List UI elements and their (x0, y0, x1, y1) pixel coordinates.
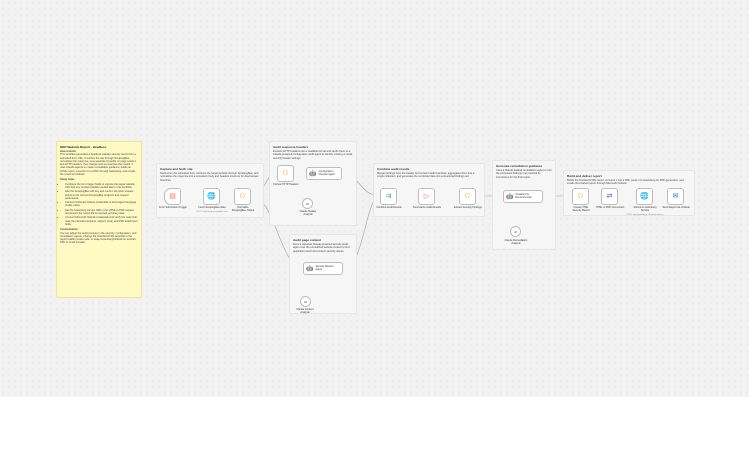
fix-recommender-agent-node[interactable]: 🤖 Creating Fix Recommender (503, 190, 543, 203)
globe-icon: 🌐 (207, 193, 216, 200)
create-html-report-node[interactable]: { } (572, 188, 589, 205)
code-icon: { } (283, 170, 288, 176)
node-label: Extract Security Findings (454, 206, 482, 209)
node-label: Submit to Gotenberg Service (633, 206, 657, 212)
section-desc: Extracts HTTP headers into a readable fo… (273, 150, 353, 160)
security-review-agent-node[interactable]: 🤖 Security Review Agent (303, 262, 343, 275)
configuration-checker-agent-node[interactable]: 🤖 Configuration Checker Agent (306, 167, 342, 180)
section-title: Audit response headers (273, 145, 309, 149)
note-setup-list: Configure the form trigger fields to cap… (65, 183, 138, 227)
node-label: Format HTTP Headers (273, 183, 299, 186)
section-title: Capture and fetch site (160, 167, 193, 171)
code-icon: { } (240, 193, 245, 199)
code-icon: { } (578, 193, 583, 199)
fetch-scrapingbee-node[interactable]: 🌐 (203, 188, 220, 205)
combine-audit-results-node[interactable]: ⇉ (380, 188, 397, 205)
node-label: Send Report via Outlook (662, 206, 690, 209)
node-label: Configuration Checker Agent (318, 169, 335, 176)
summarize-audit-results-node[interactable]: ▷ (418, 188, 435, 205)
robot-icon: 🤖 (306, 266, 314, 272)
convert-icon: ⇄ (606, 193, 613, 200)
node-label: Create HTML Security Report (572, 206, 590, 212)
ai-icon: AI (304, 299, 307, 304)
claude-content-model-node[interactable]: AI (300, 296, 311, 307)
globe-icon: 🌐 (640, 193, 649, 200)
format-headers-node[interactable]: { } (277, 165, 294, 182)
claude-header-model-node[interactable]: AI (302, 198, 313, 209)
extract-findings-node[interactable]: { } (459, 188, 476, 205)
node-label: Form Submission Trigger (159, 206, 187, 209)
note-setup-item: Configure the form trigger fields to cap… (65, 183, 138, 190)
note-setup-item: Connect Anthropic Claude credentials to … (65, 201, 138, 208)
node-hint: POST: http://gotenberg.../forms/chromium (626, 214, 664, 216)
outlook-icon: ✉ (672, 193, 679, 200)
section-desc: Builds the branded HTML report, converts… (567, 179, 684, 186)
node-label: Combine Audit Results (376, 206, 402, 209)
section-title: Build and deliver report (567, 174, 602, 178)
section-desc: Starts from the submitted form, retrieve… (160, 172, 259, 182)
submit-gotenberg-node[interactable]: 🌐 (636, 188, 653, 205)
summarize-icon: ▷ (423, 193, 430, 200)
section-remediation[interactable]: Generate remediation guidance Uses a Cla… (492, 160, 556, 250)
section-desc: Runs a separate Claude-powered security … (293, 243, 350, 253)
form-icon: ▤ (169, 193, 176, 200)
send-outlook-node[interactable]: ✉ (667, 188, 684, 205)
section-title: Generate remediation guidance (496, 164, 543, 168)
note-title: SEO Website Report - Headless (60, 145, 107, 149)
section-title: Audit page content (293, 238, 322, 242)
page-footer-blank (0, 397, 749, 450)
node-label: Security Review Agent (315, 264, 334, 271)
normalize-output-node[interactable]: { } (234, 188, 251, 205)
html-to-pdf-node[interactable]: ⇄ (601, 188, 618, 205)
node-label: Fetch ScrapingBee Data (198, 206, 226, 209)
note-custom-heading: Customization (60, 228, 78, 232)
node-label: Normalize ScrapingBee Output (231, 206, 255, 212)
note-how-text: This workflow generates a headless websi… (60, 153, 136, 177)
node-label: Creating Fix Recommender (515, 192, 532, 199)
note-custom-text: You can adjust the audit prompts in the … (60, 231, 137, 245)
node-label: Claude Header Analysis (299, 210, 317, 216)
node-label: Summarize Audit Results (413, 206, 441, 209)
node-hint: POST: https://app.scrapingbee.com (196, 211, 228, 213)
section-title: Combine audit results (377, 167, 410, 171)
node-label: HTML to PDF Conversion (595, 206, 625, 209)
note-setup-heading: Setup steps (60, 178, 75, 182)
robot-icon: 🤖 (506, 194, 514, 200)
overview-note[interactable]: SEO Website Report - Headless How it wor… (56, 141, 142, 298)
section-headers[interactable]: Audit response headers Extracts HTTP hea… (269, 141, 357, 226)
note-how-heading: How it works (60, 150, 76, 153)
ai-icon: AI (306, 201, 309, 206)
merge-icon: ⇉ (385, 193, 392, 200)
section-desc: Merges findings from the header and cont… (377, 172, 475, 179)
workflow-canvas[interactable]: SEO Website Report - Headless How it wor… (0, 0, 749, 397)
section-desc: Uses a Claude-backed remediation agent t… (496, 169, 552, 179)
code-icon: { } (465, 193, 470, 199)
note-setup-item: Add the ScrapingBee API key and confirm … (65, 190, 138, 200)
note-setup-item: Connect Microsoft Outlook credentials an… (65, 216, 138, 226)
node-label: Claude Content Analysis (296, 308, 314, 314)
node-label: Claude Remediation Analysis (504, 239, 528, 245)
claude-remediation-model-node[interactable]: AI (510, 226, 521, 237)
form-submission-trigger-node[interactable]: ▤ (164, 188, 181, 205)
robot-icon: 🤖 (309, 171, 317, 177)
note-setup-item: Set the Gotenberg service URL in the HTM… (65, 209, 138, 216)
ai-icon: AI (514, 229, 517, 234)
